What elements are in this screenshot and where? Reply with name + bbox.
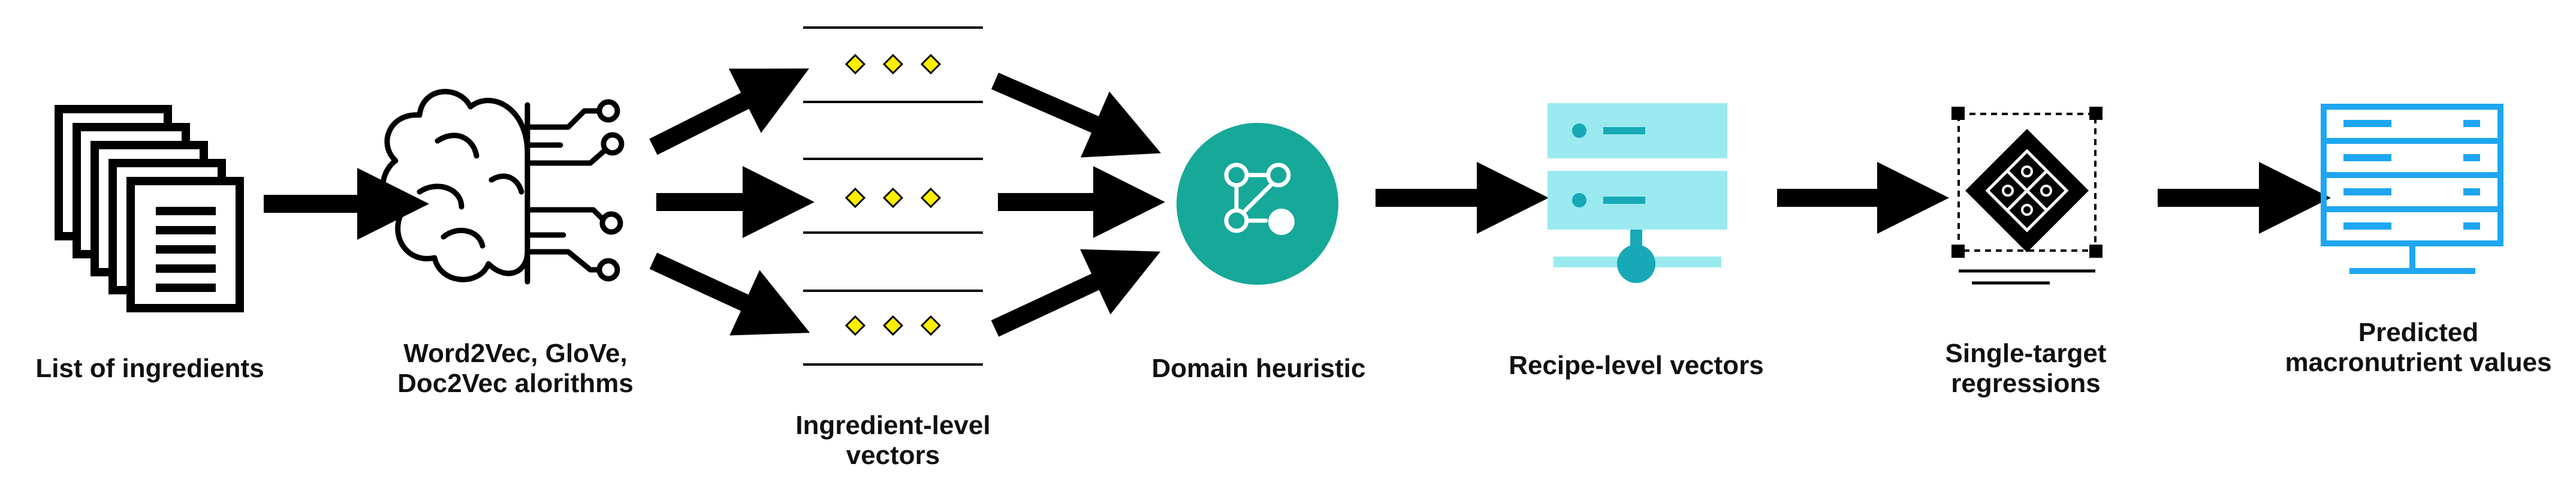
label-ingredient-level-vectors: Ingredient-level vectors <box>795 411 991 470</box>
ingredient-vector-middle <box>803 158 983 234</box>
arrow-brain-to-vector-bottom <box>649 252 810 336</box>
diamond-target-icon <box>1951 107 2103 285</box>
label-predicted-macronutrient-values: Predicted macronutrient values <box>2285 318 2552 377</box>
arrow-vector-top-to-heuristic <box>991 73 1162 158</box>
vector-diamonds <box>844 315 942 336</box>
circuit-brain-icon <box>380 89 625 285</box>
server-stack-icon <box>1548 103 1727 283</box>
rack-server-indicators <box>2343 120 2480 230</box>
vector-diamonds <box>844 187 942 209</box>
label-single-target-regressions: Single-target regressions <box>1945 339 2107 398</box>
branch-node-icon <box>1177 123 1338 285</box>
ingredient-vector-top <box>803 26 983 103</box>
vector-diamonds <box>844 53 942 75</box>
rack-server-icon <box>2321 104 2503 274</box>
arrow-vector-bottom-to-heuristic <box>991 249 1161 337</box>
ingredient-vector-bottom <box>803 290 983 366</box>
label-domain-heuristic: Domain heuristic <box>1151 354 1366 383</box>
label-list-of-ingredients: List of ingredients <box>35 354 264 383</box>
flow-arrows <box>264 68 2331 337</box>
stacked-documents-icon <box>55 105 244 312</box>
label-embedding-algorithms: Word2Vec, GloVe, Doc2Vec alorithms <box>397 339 634 398</box>
arrow-brain-to-vector-top <box>649 68 810 155</box>
label-recipe-level-vectors: Recipe-level vectors <box>1509 351 1764 380</box>
